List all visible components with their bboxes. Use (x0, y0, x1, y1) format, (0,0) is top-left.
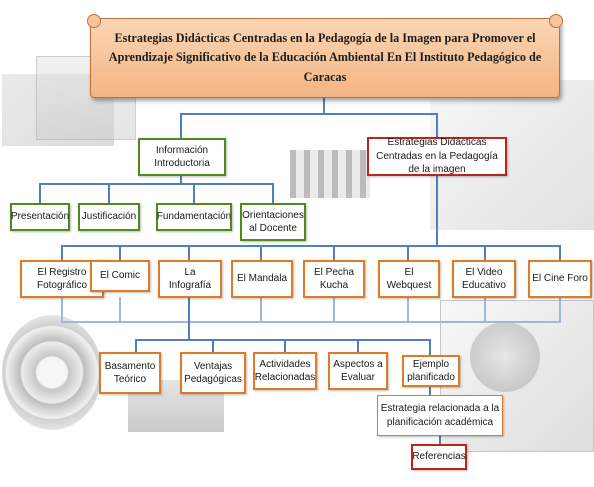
node-ejemplo-planificado: Ejemplo planificado (402, 355, 460, 387)
node-label: Estrategia relacionada a la planificació… (380, 403, 500, 428)
node-informacion-introductoria: Información Introductoria (138, 138, 226, 176)
film-strip-image (290, 150, 370, 198)
diagram-title: Estrategias Didácticas Centradas en la P… (108, 30, 542, 84)
node-label: El Comic (99, 270, 140, 282)
diagram-title-scroll: Estrategias Didácticas Centradas en la P… (87, 14, 563, 98)
node-label: El Pecha Kucha (313, 266, 355, 292)
node-label: El Mandala (236, 273, 288, 285)
scroll-curl-icon (549, 14, 563, 28)
node-cine-foro: El Cine Foro (528, 260, 592, 298)
node-label: El Video Educativo (462, 266, 506, 292)
node-label: Ejemplo planificado (407, 358, 455, 384)
node-label: Fundamentación (156, 211, 232, 223)
node-label: Presentación (10, 211, 70, 223)
node-label: El Webquest (386, 266, 432, 292)
node-label: Referencias (412, 451, 466, 463)
node-label: Basamento Teórico (104, 360, 156, 386)
node-infografia: La Infografía (158, 260, 222, 298)
node-label: El Registro Fotográfico (36, 266, 88, 292)
node-label: Orientaciones al Docente (242, 209, 304, 235)
node-basamento-teorico: Basamento Teórico (99, 352, 161, 394)
node-label: La Infografía (168, 266, 212, 292)
node-referencias: Referencias (411, 444, 467, 470)
node-pecha-kucha: El Pecha Kucha (303, 260, 365, 298)
node-justificacion: Justificación (78, 203, 140, 231)
node-orientaciones-al-docente: Orientaciones al Docente (240, 203, 306, 241)
node-comic: El Comic (90, 260, 150, 292)
node-mandala: El Mandala (231, 260, 293, 298)
scroll-curl-icon (87, 14, 101, 28)
node-label: Ventajas Pedagógicas (184, 360, 242, 386)
node-ventajas-pedagogicas: Ventajas Pedagógicas (180, 352, 246, 394)
node-estrategia-planificacion: Estrategia relacionada a la planificació… (377, 395, 503, 436)
node-label: Estrategias Didácticas Centradas en la P… (376, 137, 498, 176)
node-webquest: El Webquest (378, 260, 440, 298)
node-estrategias-didacticas: Estrategias Didácticas Centradas en la P… (367, 137, 507, 176)
node-label: Actividades Relacionadas (254, 358, 316, 384)
node-video-educativo: El Video Educativo (452, 260, 516, 298)
node-label: Justificación (81, 211, 137, 223)
node-label: Información Introductoria (154, 144, 210, 170)
globe-image (470, 322, 540, 392)
comic-image (440, 300, 594, 452)
node-aspectos-a-evaluar: Aspectos a Evaluar (328, 352, 388, 390)
mandala-image (2, 315, 102, 430)
node-presentacion: Presentación (10, 203, 70, 231)
node-fundamentacion: Fundamentación (156, 203, 232, 231)
node-actividades-relacionadas: Actividades Relacionadas (253, 352, 317, 390)
node-label: El Cine Foro (532, 273, 588, 285)
node-label: Aspectos a Evaluar (333, 358, 383, 384)
